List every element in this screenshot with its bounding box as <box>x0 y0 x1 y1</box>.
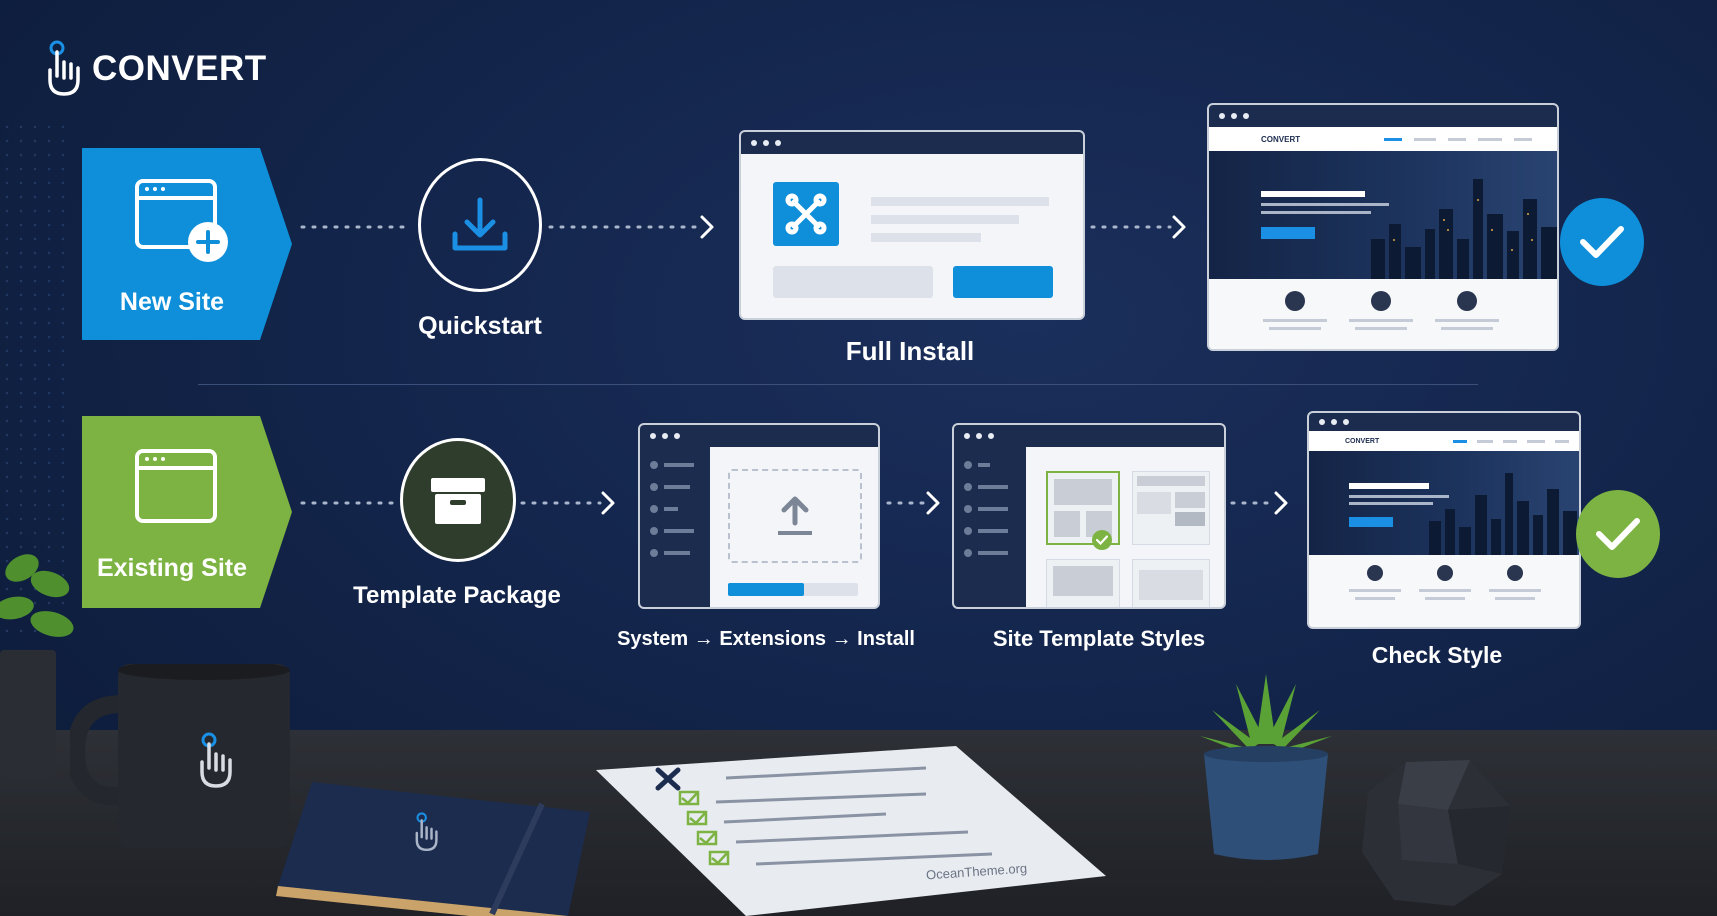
extensions-install-window <box>638 423 880 609</box>
download-icon <box>449 194 511 256</box>
template-package-circle <box>400 438 516 562</box>
template-package-label: Template Package <box>353 582 561 610</box>
full-install-label: Full Install <box>846 336 975 367</box>
hero-image <box>1209 151 1559 279</box>
site-preview-existing: CONVERT <box>1307 411 1581 629</box>
notebook <box>272 774 598 916</box>
hero-image-2 <box>1309 451 1581 555</box>
checkmark-icon <box>1560 198 1644 286</box>
section-divider <box>198 384 1478 385</box>
existing-site-label: Existing Site <box>82 554 262 583</box>
template-styles-window <box>952 423 1226 609</box>
small-check-icon <box>1092 530 1112 550</box>
mini-logo: CONVERT <box>1261 135 1300 144</box>
check-style-label: Check Style <box>1372 642 1502 669</box>
upload-icon <box>772 493 818 539</box>
joomla-logo-icon <box>773 182 839 246</box>
upload-progress <box>728 583 804 596</box>
extensions-install-label: System → Extensions → Install <box>617 628 915 651</box>
mug <box>70 664 300 850</box>
upload-dropzone <box>728 469 862 563</box>
quickstart-label: Quickstart <box>418 312 542 341</box>
geometric-sphere <box>1358 756 1514 908</box>
window-icon <box>134 448 218 524</box>
plant-right <box>1196 674 1336 860</box>
full-install-window <box>739 130 1085 320</box>
quickstart-circle <box>418 158 542 292</box>
checkmark-icon-2 <box>1576 490 1660 578</box>
mini-logo-2: CONVERT <box>1345 438 1379 445</box>
existing-site-banner: Existing Site <box>82 416 292 613</box>
checklist-paper: OceanTheme.org <box>596 746 1106 916</box>
template-styles-label: Site Template Styles <box>993 626 1205 652</box>
install-button-mock <box>953 266 1053 298</box>
site-preview-new: CONVERT <box>1207 103 1559 351</box>
archive-box-icon <box>429 474 487 526</box>
